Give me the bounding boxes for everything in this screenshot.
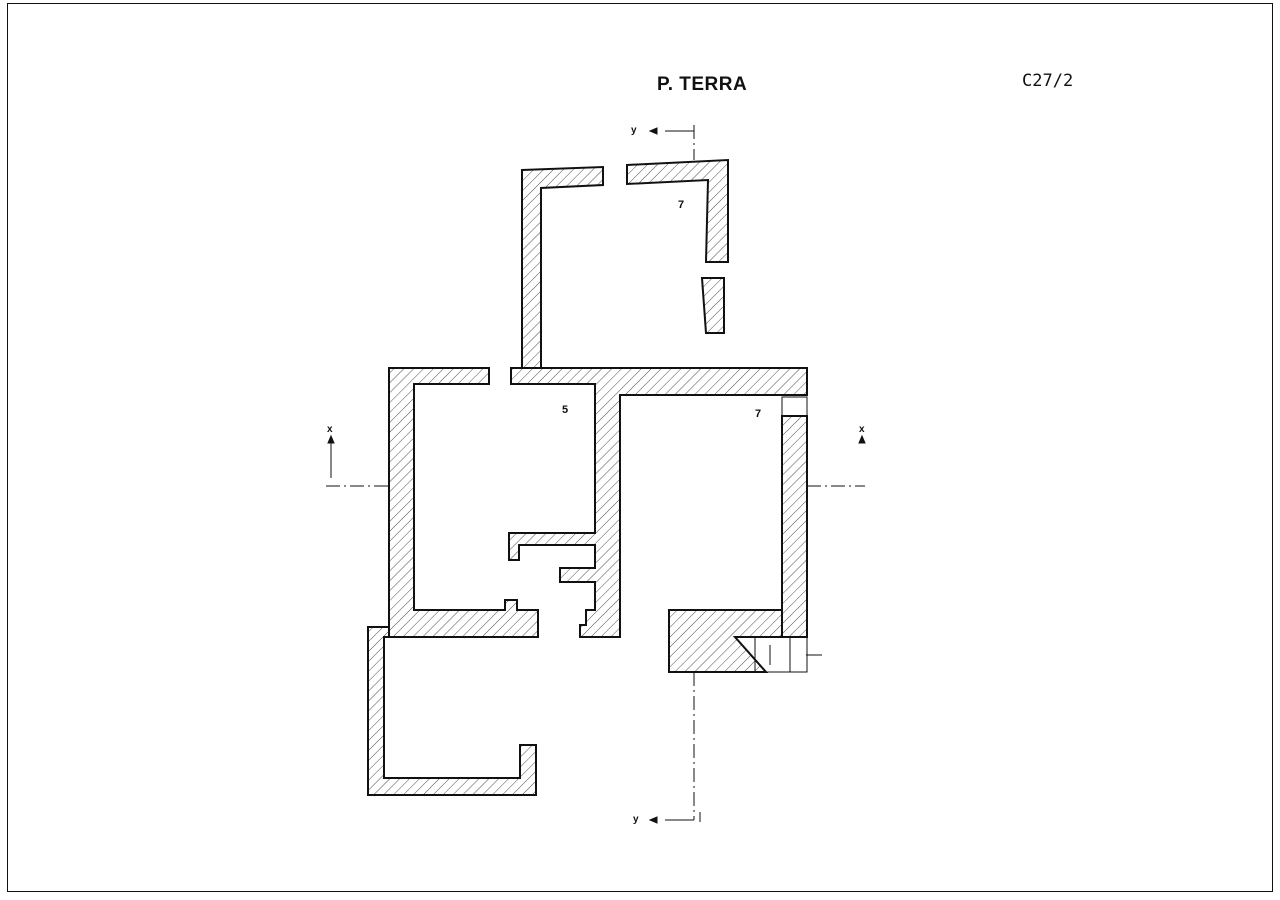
- drawing-frame: [7, 3, 1273, 892]
- arrow-icon: [648, 127, 658, 135]
- wall-upper-room-top: [626, 158, 729, 263]
- room-label: 7: [678, 199, 685, 211]
- room-label: 7: [755, 408, 762, 420]
- small-niche: [781, 396, 808, 417]
- wall-main-top: [388, 367, 539, 638]
- arrow-icon: [858, 434, 866, 444]
- arrow-icon: [648, 816, 658, 824]
- section-marker-x-right: x: [859, 424, 865, 435]
- wall-main-top-right: [508, 367, 808, 638]
- wall-upper-room-left: [521, 165, 604, 369]
- wall-bottom-room: [367, 626, 537, 796]
- section-marker-y-bottom: y: [633, 814, 639, 825]
- wall-right: [781, 415, 808, 638]
- section-marker-y-top: y: [631, 125, 637, 136]
- wall-upper-room-pier: [700, 277, 725, 334]
- arrow-icon: [327, 434, 335, 444]
- plan-title: P. TERRA: [657, 74, 748, 95]
- sheet-code: C27/2: [1022, 71, 1074, 91]
- wall-bottom-right: [668, 609, 783, 673]
- section-marker-x-left: x: [327, 424, 333, 435]
- room-label: 5: [562, 404, 569, 416]
